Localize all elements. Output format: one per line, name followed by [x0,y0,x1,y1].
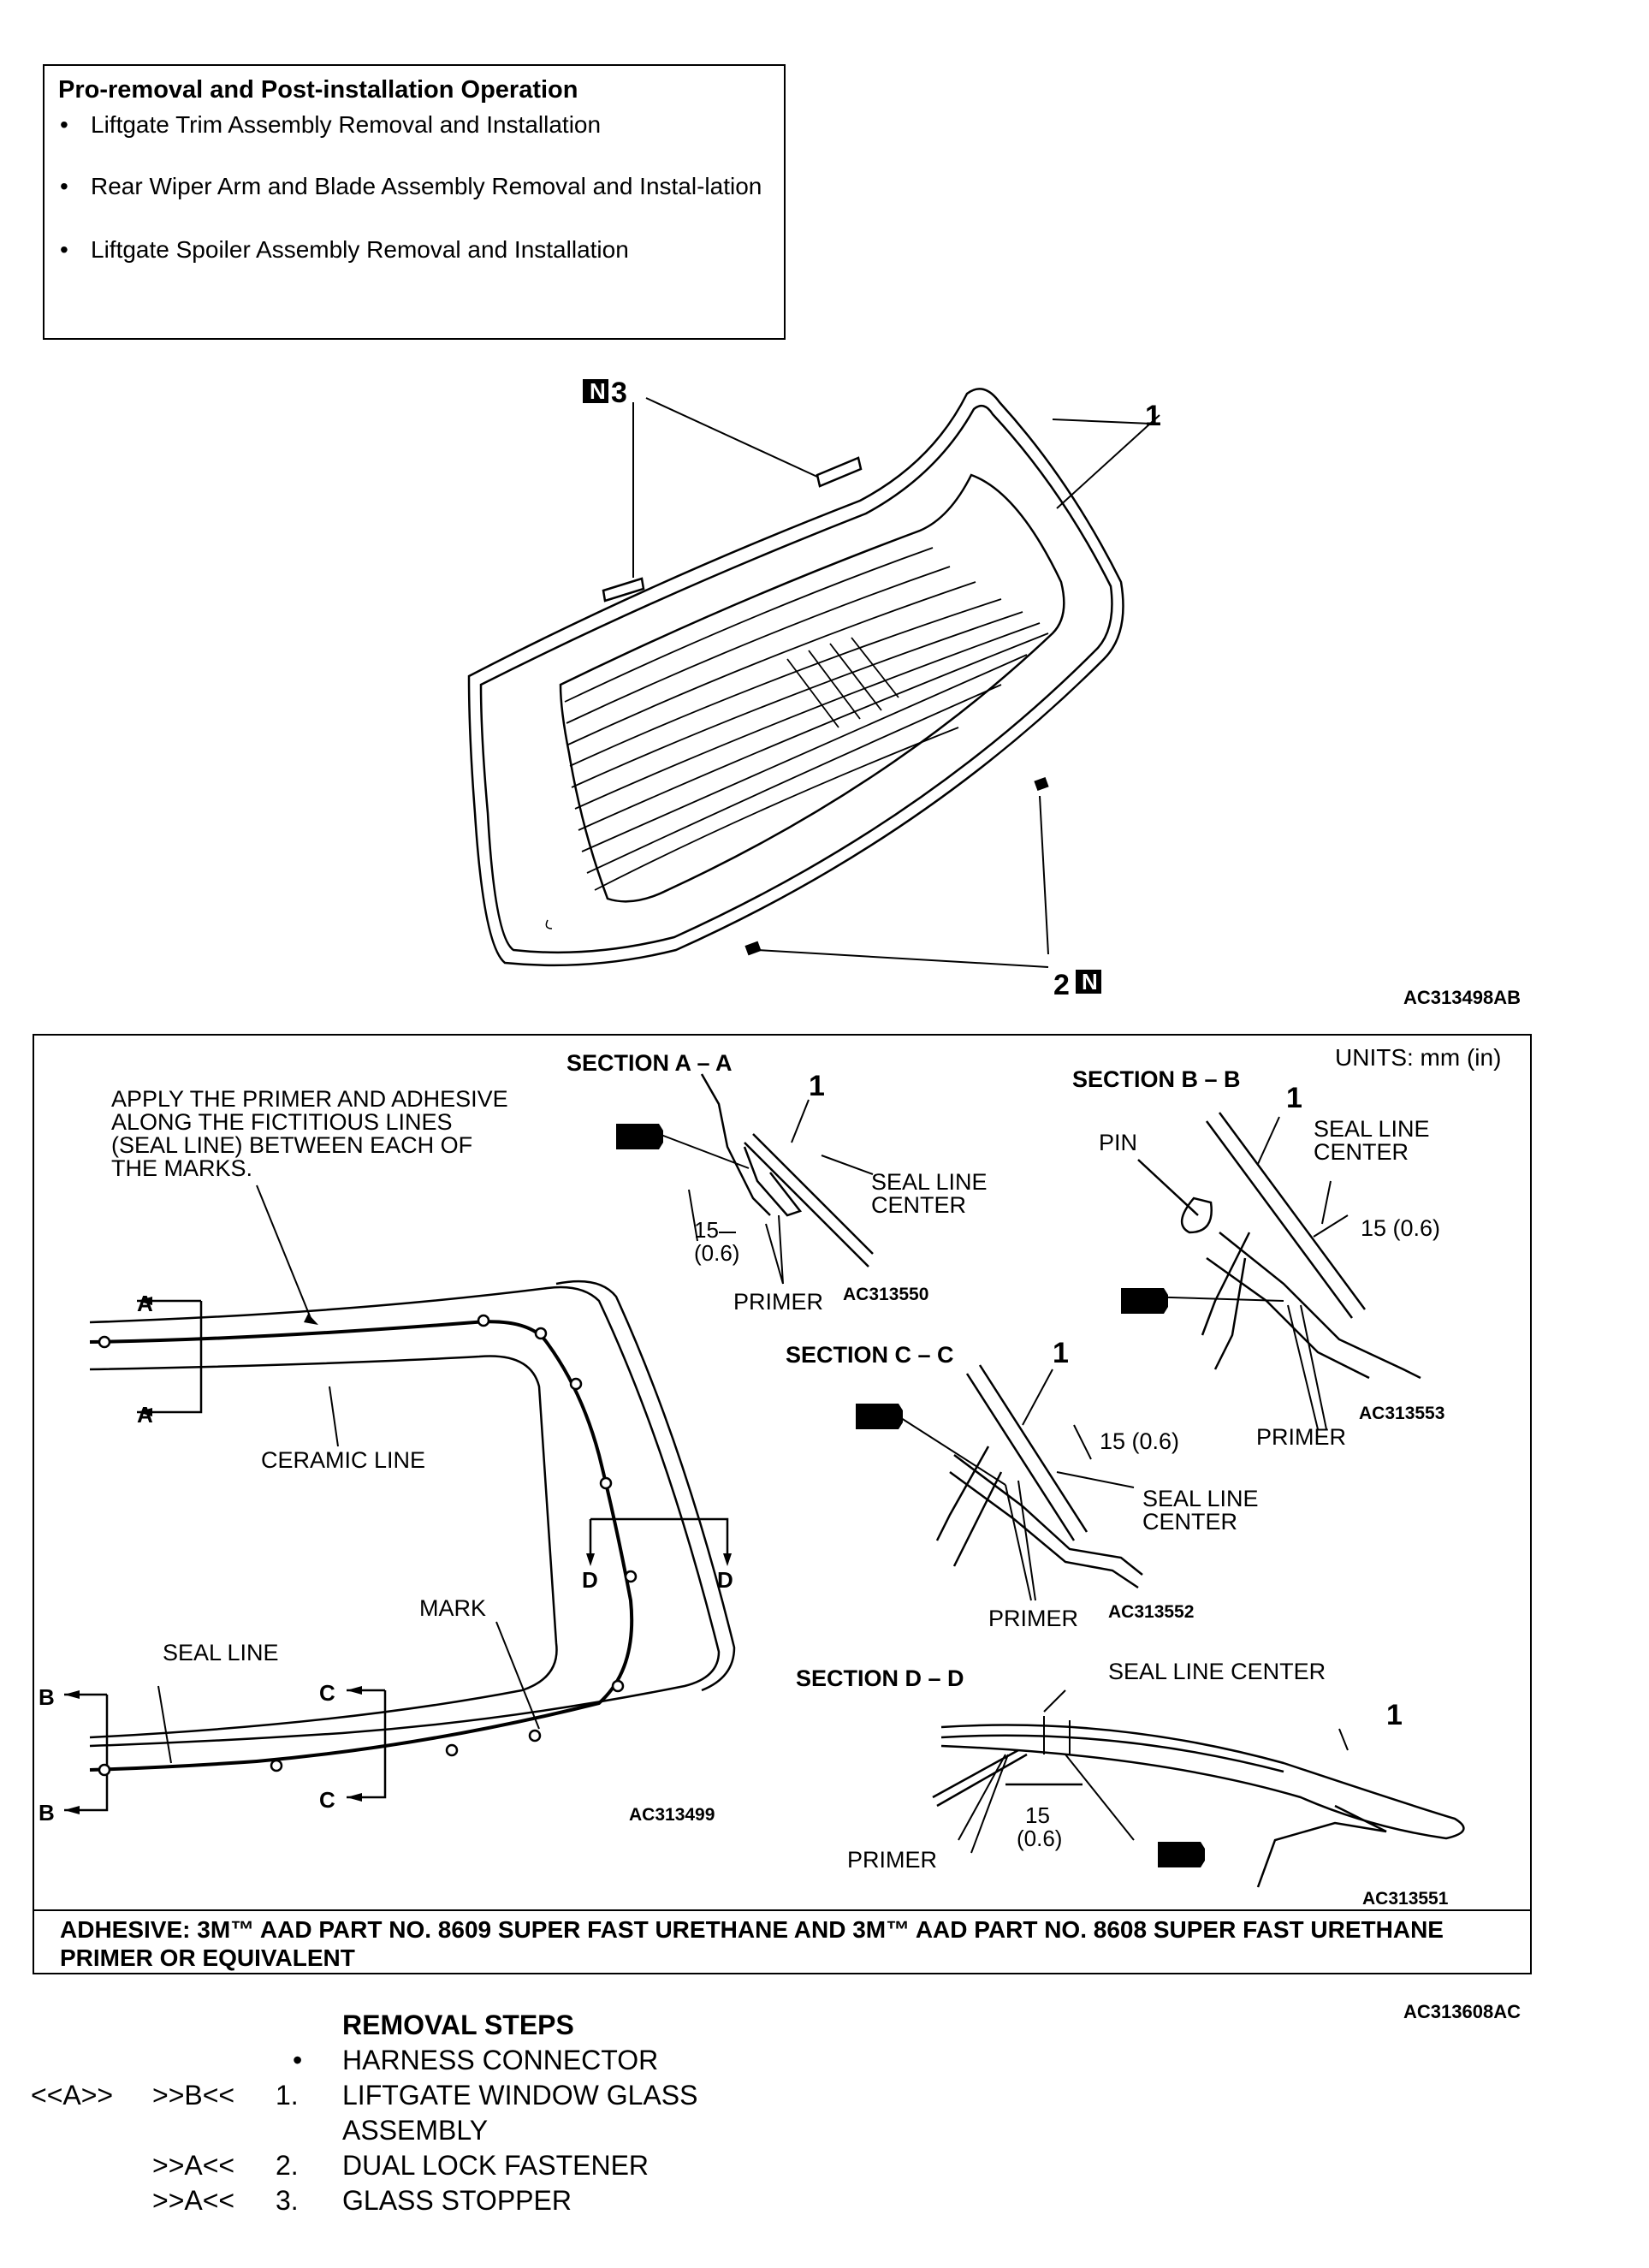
mark-circles [98,1314,638,1777]
seal-line-label: CENTER [1142,1509,1237,1535]
section-marker-c: C [319,1787,335,1813]
step-text: ASSEMBLY [342,2115,489,2146]
figure-ref: AC313553 [1359,1404,1444,1423]
step-text: HARNESS CONNECTOR [342,2045,659,2075]
operation-box: Pro-removal and Post-installation Operat… [43,64,786,340]
adhesive-gun-icon [1158,1842,1205,1867]
note-line: APPLY THE PRIMER AND ADHESIVE [111,1086,508,1112]
detail-box [33,1034,1532,1974]
seal-line-label: CENTER [1314,1139,1409,1165]
dimension-label: 15 (0.6) [1361,1215,1440,1241]
section-d-callout: 1 [1386,1699,1403,1731]
section-marker-a: A [137,1402,153,1428]
section-d-drawing [932,1689,1465,1888]
units-label: UNITS: mm (in) [1335,1044,1501,1071]
section-marker-b: B [39,1684,55,1710]
seal-line-label: CENTER [871,1192,966,1218]
section-marker-d: D [582,1567,598,1593]
dual-lock-fastener-mark [1034,776,1049,792]
callout-1: 1 [1145,400,1161,432]
step-ref-removal: <<A>> [31,2080,114,2111]
mark-label: MARK [419,1595,486,1621]
figure-ref: AC313552 [1108,1602,1194,1622]
figure-ref: AC313499 [629,1805,715,1825]
n-badge-icon [1076,970,1101,994]
step-bullet: • [293,2045,303,2075]
operation-title: Pro-removal and Post-installation Operat… [58,76,578,104]
primer-label: PRIMER [988,1606,1078,1631]
step-text: GLASS STOPPER [342,2185,572,2216]
section-b-callout: 1 [1286,1082,1302,1114]
adhesive-note: ADHESIVE: 3M™ AAD PART NO. 8609 SUPER FA… [60,1916,1444,1971]
section-a-drawing [658,1073,874,1285]
adhesive-gun-icon [1121,1288,1168,1314]
figure-ref: AC313498AB [1403,987,1521,1008]
seal-line-label: SEAL LINE CENTER [1108,1659,1326,1684]
liftgate-glass-drawing [467,388,1160,968]
primer-label: PRIMER [1256,1424,1346,1450]
operation-list: Liftgate Trim Assembly Removal and Insta… [58,110,777,297]
adhesive-gun-icon [616,1124,663,1149]
seal-line-layout-drawing [64,1184,736,1812]
section-b-title: SECTION B – B [1072,1066,1241,1092]
section-marker-d: D [717,1567,733,1593]
callout-2: 2 [1053,969,1070,1001]
section-b-drawing [1137,1112,1421,1430]
dimension-label: 15 (0.6) [1100,1428,1179,1454]
ceramic-line-label: CERAMIC LINE [261,1447,425,1473]
section-marker-a: A [137,1291,153,1316]
step-text: LIFTGATE WINDOW GLASS [342,2080,698,2111]
step-number: 1. [276,2080,299,2111]
section-c-drawing [898,1364,1143,1601]
section-a-title: SECTION A – A [566,1050,733,1076]
seal-line-label: SEAL LINE [1142,1486,1259,1511]
dimension-label: 15 [1025,1802,1050,1828]
seal-line-label: SEAL LINE [871,1169,988,1195]
section-d-title: SECTION D – D [796,1665,964,1691]
callout-3: 3 [611,377,627,409]
step-text: DUAL LOCK FASTENER [342,2150,650,2181]
removal-steps-heading: REMOVAL STEPS [342,2010,574,2040]
section-marker-b: B [39,1800,55,1826]
step-number: 2. [276,2150,299,2181]
step-ref-install: >>A<< [152,2150,235,2181]
seal-line-label: SEAL LINE [1314,1116,1430,1142]
figure-ref: AC313551 [1362,1889,1449,1909]
step-number: 3. [276,2185,299,2216]
divider [33,1909,1532,1911]
primer-label: PRIMER [733,1289,823,1315]
dimension-label: (0.6) [1017,1826,1062,1851]
primer-label: PRIMER [847,1847,937,1873]
operation-item: Liftgate Spoiler Assembly Removal and In… [58,235,777,264]
note-line: (SEAL LINE) BETWEEN EACH OF [111,1132,472,1158]
dimension-label: 15 [694,1217,719,1243]
operation-item: Rear Wiper Arm and Blade Assembly Remova… [58,172,777,201]
dimension-label: (0.6) [694,1240,739,1266]
seal-line-label: SEAL LINE [163,1640,279,1665]
section-marker-c: C [319,1680,335,1706]
section-a-callout: 1 [809,1070,825,1102]
step-ref-install: >>B<< [152,2080,235,2111]
dual-lock-fastener-mark [744,941,762,956]
step-ref-install: >>A<< [152,2185,235,2216]
figure-ref: AC313550 [843,1285,928,1304]
operation-item: Liftgate Trim Assembly Removal and Insta… [58,110,777,140]
note-line: ALONG THE FICTITIOUS LINES [111,1109,453,1135]
n-badge-letter: N [1082,969,1098,994]
figure-ref: AC313608AC [1403,2001,1521,2022]
n-badge-icon [583,379,608,403]
section-c-callout: 1 [1053,1337,1069,1369]
note-line: THE MARKS. [111,1155,252,1181]
n-badge-letter: N [590,378,606,404]
pin-label: PIN [1099,1130,1137,1155]
adhesive-gun-icon [856,1404,903,1429]
section-c-title: SECTION C – C [786,1342,954,1368]
section-arrows [64,1297,732,1814]
